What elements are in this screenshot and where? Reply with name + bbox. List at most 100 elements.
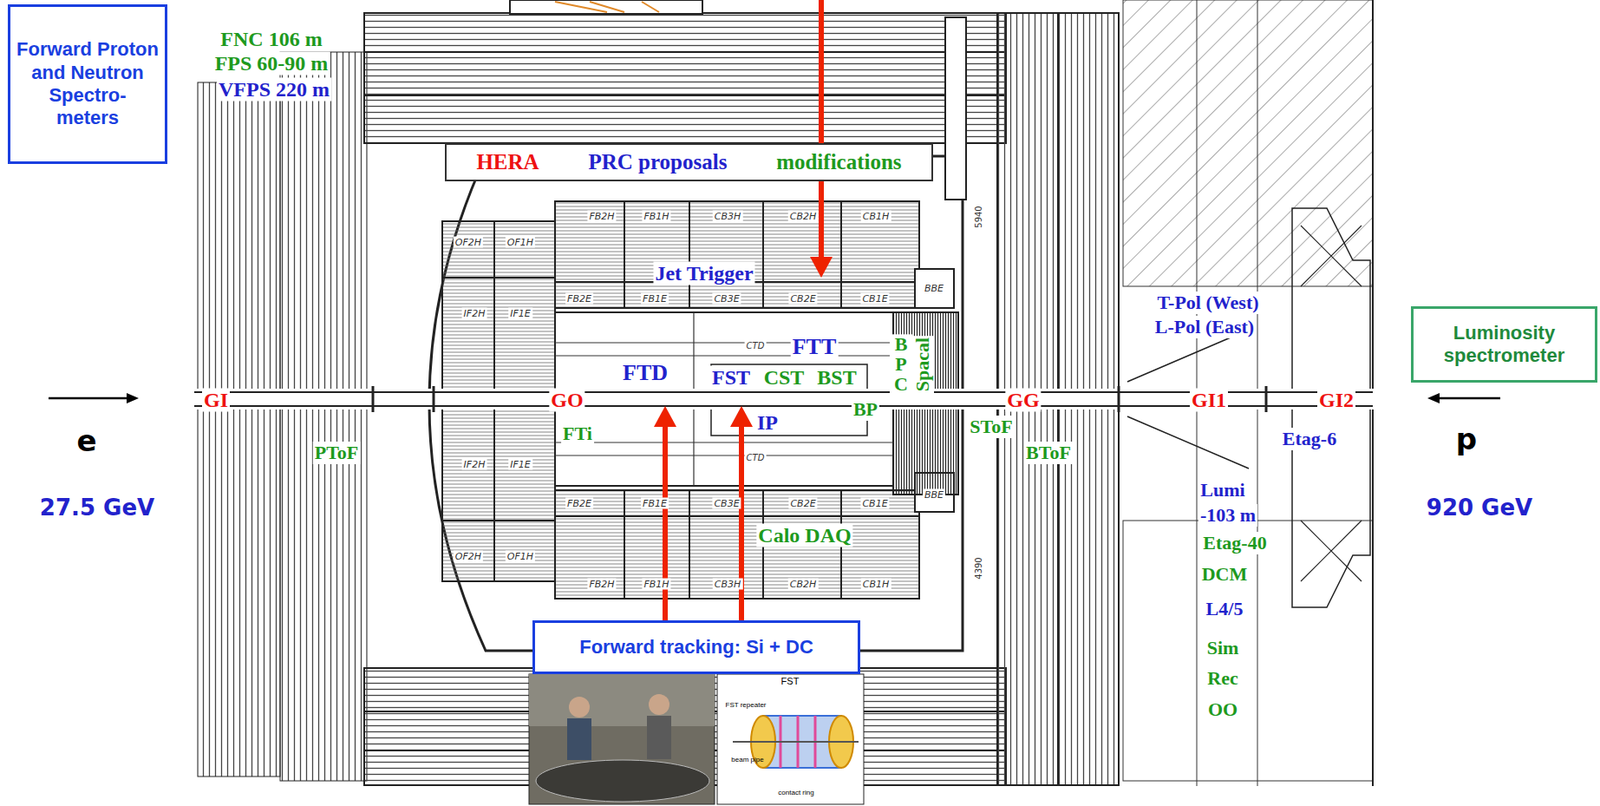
module-label: IF1E — [508, 307, 533, 320]
module-label: FB1H — [641, 578, 671, 590]
module-label: OF1H — [505, 236, 536, 249]
photo-inset — [528, 673, 715, 804]
red-arrows — [818, 0, 824, 259]
detector-label: Calo DAQ — [756, 523, 853, 548]
detector-label: GG — [1005, 388, 1041, 412]
red-arrows — [809, 256, 833, 278]
photo-inset — [646, 715, 672, 759]
detector-label: FPS 60-90 m — [213, 52, 331, 76]
dimension: 4390 — [973, 555, 984, 581]
detector-label: Sim — [1205, 636, 1241, 660]
inset-label: contact ring — [776, 788, 816, 797]
photo-inset — [535, 759, 710, 802]
photo-inset — [648, 693, 670, 715]
detector-label: FTT — [790, 333, 839, 360]
photo-inset — [528, 673, 715, 804]
calorimeter — [914, 268, 954, 308]
cryostat — [945, 17, 967, 200]
detector-label: Jet Trigger — [653, 261, 755, 286]
detector-label: Rec — [1205, 666, 1240, 690]
module-label: CB1E — [860, 293, 889, 305]
detector-label: Etag-40 — [1201, 531, 1268, 555]
detector-label: PToF — [313, 441, 361, 464]
module-label: CB2E — [788, 293, 817, 305]
iron-yoke — [280, 52, 367, 781]
module-label: IF1E — [508, 458, 533, 471]
detector-label: GO — [548, 388, 585, 412]
text-box: Forward tracking: Si + DC — [532, 620, 861, 674]
box-text: Forward tracking: Si + DC — [579, 635, 814, 659]
fst-schematic — [717, 673, 864, 804]
beam-arrows — [1427, 392, 1440, 404]
beam-label: 920 GeV — [1424, 494, 1535, 521]
detector-label: BP — [851, 398, 880, 421]
photo-inset — [567, 718, 592, 760]
module-label: CB3E — [711, 293, 741, 305]
red-arrows — [730, 405, 753, 427]
module-label: IF2H — [462, 307, 488, 320]
module-label: FB1H — [641, 210, 671, 223]
detector-label: FNC 106 m — [218, 27, 324, 52]
beam-label: e — [74, 423, 98, 458]
module-label: CB3H — [712, 578, 744, 590]
module-label: FB1E — [640, 293, 669, 305]
photo-inset — [568, 696, 590, 718]
text-box: Forward Proton and Neutron Spectro- mete… — [7, 4, 168, 164]
detector-label: BToF — [1024, 441, 1073, 464]
inset-label: FST repeater — [724, 700, 769, 709]
detector-label: OO — [1206, 698, 1240, 721]
beam-arrows — [48, 392, 1501, 404]
detector-label: L-Pol (East) — [1153, 315, 1256, 339]
module-label: FB2E — [565, 293, 594, 305]
beam-arrows — [48, 397, 131, 400]
dimension: 5940 — [973, 203, 984, 229]
module-label: CB2H — [788, 578, 819, 590]
calorimeter — [555, 489, 920, 599]
detector-label: FST — [710, 365, 752, 390]
detector-label: BPC — [889, 333, 913, 394]
calorimeter — [555, 515, 920, 517]
module-label: OF2H — [453, 550, 484, 562]
module-label: CB2H — [788, 210, 819, 223]
iron-yoke — [364, 13, 1006, 144]
shielding — [1123, 520, 1373, 781]
module-label: BBE — [922, 489, 946, 501]
module-label: CB1H — [861, 578, 892, 590]
beam-arrows — [1436, 397, 1501, 400]
text-box: HERA PRC proposals modifications — [444, 143, 934, 182]
event-display-thumbnail — [509, 0, 703, 14]
beam-label: p — [1454, 421, 1479, 457]
beam-pipe — [372, 385, 1267, 412]
red-arrows — [662, 424, 668, 621]
beam-label: 27.5 GeV — [38, 494, 157, 521]
text-box: Luminosity spectrometer — [1410, 306, 1598, 383]
module-label: FB1E — [640, 497, 669, 510]
calorimeter — [442, 407, 556, 582]
detector-label: IP — [755, 411, 780, 435]
box-text: Luminosity spectrometer — [1418, 321, 1590, 368]
module-label: FB2H — [587, 578, 616, 590]
photo-inset — [528, 673, 715, 726]
module-label: CB3E — [711, 497, 741, 510]
inset-label: FST — [779, 675, 802, 686]
detector-label: SToF — [967, 415, 1014, 438]
detector-label: T-Pol (West) — [1155, 291, 1261, 314]
module-label: FB2E — [565, 497, 594, 510]
module-label: CTD — [744, 452, 767, 463]
module-label: CTD — [744, 340, 767, 351]
detector-label: GI — [202, 388, 230, 412]
detector-label: -103 m — [1198, 503, 1258, 527]
detector-label: GI1 — [1189, 388, 1228, 412]
module-label: CB1E — [860, 497, 889, 510]
box-text: HERA — [476, 149, 539, 176]
red-arrows — [738, 424, 745, 621]
detector-label: Spacal — [911, 335, 934, 393]
calorimeter — [442, 221, 556, 391]
calorimeter — [555, 201, 920, 308]
module-label: CB3H — [712, 210, 744, 223]
box-text: PRC proposals — [587, 149, 727, 176]
box-text: modifications — [776, 149, 902, 176]
module-label: BBE — [922, 282, 946, 294]
detector-label: GI2 — [1317, 388, 1356, 412]
